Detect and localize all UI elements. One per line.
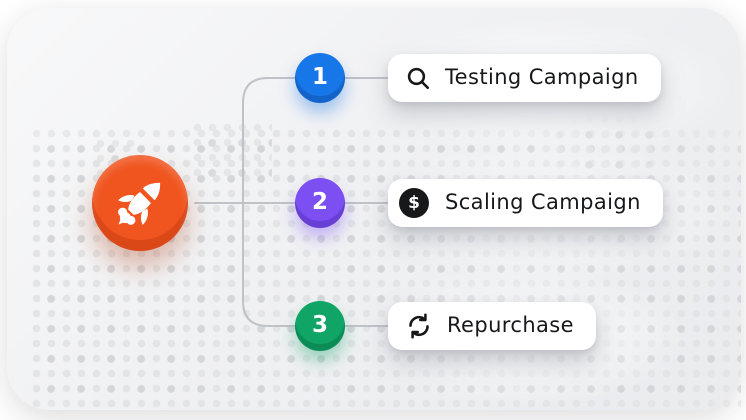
dot-pattern xyxy=(537,112,677,184)
step-number: 3 xyxy=(311,312,328,338)
search-icon xyxy=(405,65,431,91)
rocket-icon xyxy=(109,172,171,234)
step-label: Scaling Campaign xyxy=(445,190,641,214)
step-number: 2 xyxy=(311,189,328,215)
step-number: 1 xyxy=(311,64,328,90)
step-badge-2: 2 xyxy=(295,178,345,228)
dollar-symbol: $ xyxy=(408,193,420,213)
step-pill-scaling-campaign[interactable]: $ Scaling Campaign xyxy=(388,179,663,227)
rocket-node[interactable] xyxy=(92,155,188,251)
step-label: Repurchase xyxy=(447,313,574,337)
repeat-icon xyxy=(405,312,433,340)
step-badge-3: 3 xyxy=(295,301,345,351)
step-pill-repurchase[interactable]: Repurchase xyxy=(388,302,596,350)
step-badge-1: 1 xyxy=(295,53,345,103)
step-label: Testing Campaign xyxy=(445,65,639,89)
dollar-icon: $ xyxy=(399,188,429,218)
step-pill-testing-campaign[interactable]: Testing Campaign xyxy=(388,54,661,102)
dot-pattern xyxy=(190,120,272,180)
